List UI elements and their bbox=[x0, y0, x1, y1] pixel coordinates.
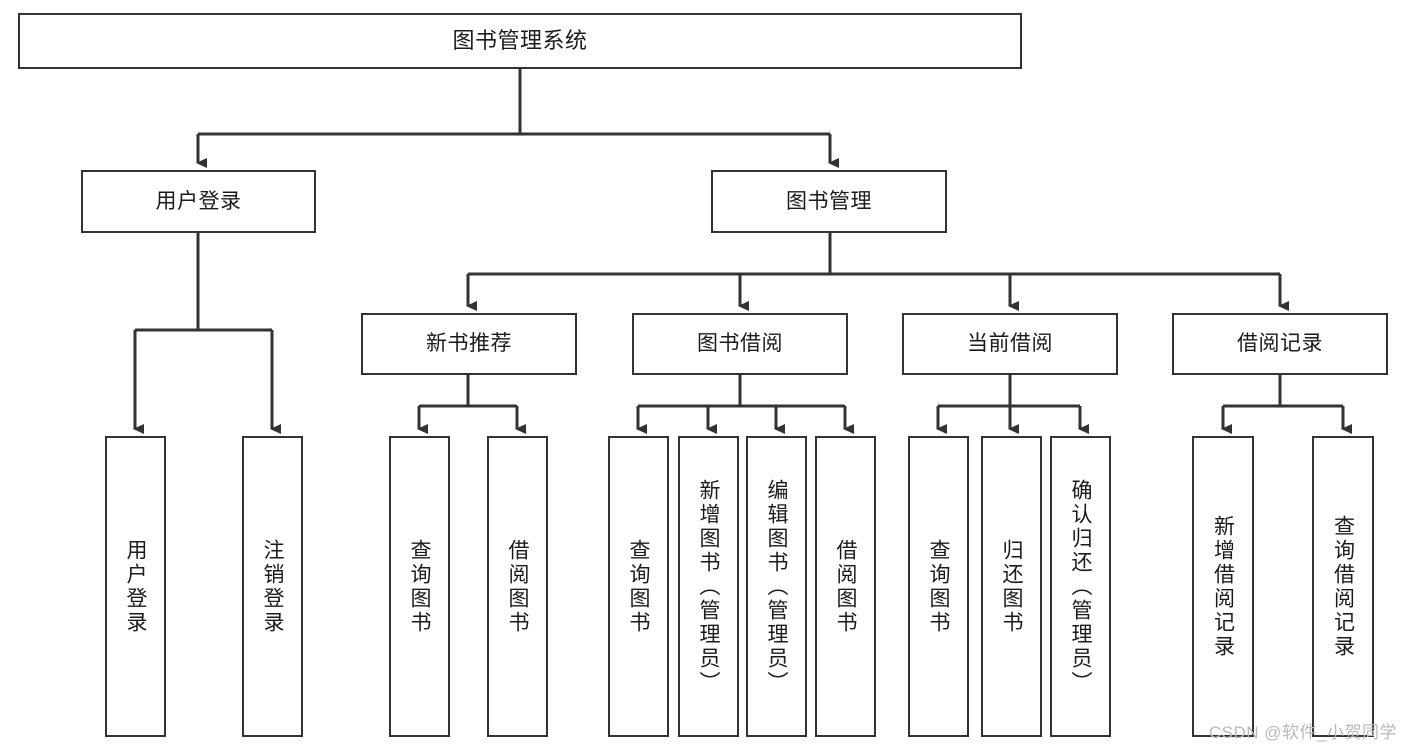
node-label: 注销登录 bbox=[261, 538, 284, 635]
node-label: 用户登录 bbox=[124, 538, 147, 635]
node-label: 查询图书 bbox=[627, 538, 650, 635]
node-borrow-record[interactable]: 借阅记录 bbox=[1172, 313, 1388, 375]
leaf-add-borrow-record[interactable]: 新增借阅记录 bbox=[1192, 436, 1254, 737]
node-label: 借阅记录 bbox=[1237, 332, 1323, 356]
node-new-book-recommend[interactable]: 新书推荐 bbox=[361, 313, 577, 375]
node-user-login[interactable]: 用户登录 bbox=[81, 170, 316, 233]
leaf-query-borrow-record[interactable]: 查询借阅记录 bbox=[1312, 436, 1374, 737]
node-label: 当前借阅 bbox=[967, 332, 1053, 356]
leaf-query-book-1[interactable]: 查询图书 bbox=[389, 436, 450, 737]
node-label: 借阅图书 bbox=[506, 538, 529, 635]
leaf-borrow-book-2[interactable]: 借阅图书 bbox=[815, 436, 876, 737]
leaf-query-book-3[interactable]: 查询图书 bbox=[908, 436, 969, 737]
leaf-add-book[interactable]: 新增图书（管理员） bbox=[678, 436, 739, 737]
node-label: 用户登录 bbox=[155, 189, 242, 213]
node-label: 查询图书 bbox=[408, 538, 431, 635]
leaf-confirm-return[interactable]: 确认归还（管理员） bbox=[1050, 436, 1111, 737]
node-book-management[interactable]: 图书管理 bbox=[711, 170, 947, 233]
leaf-borrow-book-1[interactable]: 借阅图书 bbox=[487, 436, 548, 737]
leaf-query-book-2[interactable]: 查询图书 bbox=[608, 436, 669, 737]
node-label: 新书推荐 bbox=[426, 332, 512, 356]
leaf-edit-book[interactable]: 编辑图书（管理员） bbox=[746, 436, 807, 737]
node-label: 新增借阅记录 bbox=[1211, 514, 1235, 659]
node-book-borrow[interactable]: 图书借阅 bbox=[632, 313, 848, 375]
node-label: 图书管理系统 bbox=[452, 27, 588, 53]
node-current-borrow[interactable]: 当前借阅 bbox=[902, 313, 1118, 375]
node-label: 确认归还（管理员） bbox=[1069, 478, 1092, 695]
node-label: 借阅图书 bbox=[834, 538, 857, 635]
node-label: 新增图书（管理员） bbox=[697, 478, 720, 695]
csdn-watermark: CSDN @软件_小贺同学 bbox=[1208, 723, 1397, 742]
node-label: 查询图书 bbox=[927, 538, 950, 635]
leaf-return-book[interactable]: 归还图书 bbox=[981, 436, 1042, 737]
leaf-logout-login[interactable]: 注销登录 bbox=[242, 436, 303, 737]
node-label: 归还图书 bbox=[1000, 538, 1023, 635]
node-label: 图书借阅 bbox=[697, 332, 783, 356]
leaf-user-login[interactable]: 用户登录 bbox=[105, 436, 166, 737]
node-root-book-management-system[interactable]: 图书管理系统 bbox=[18, 13, 1022, 69]
node-label: 图书管理 bbox=[786, 189, 872, 213]
node-label: 查询借阅记录 bbox=[1331, 514, 1355, 659]
node-label: 编辑图书（管理员） bbox=[765, 478, 788, 695]
